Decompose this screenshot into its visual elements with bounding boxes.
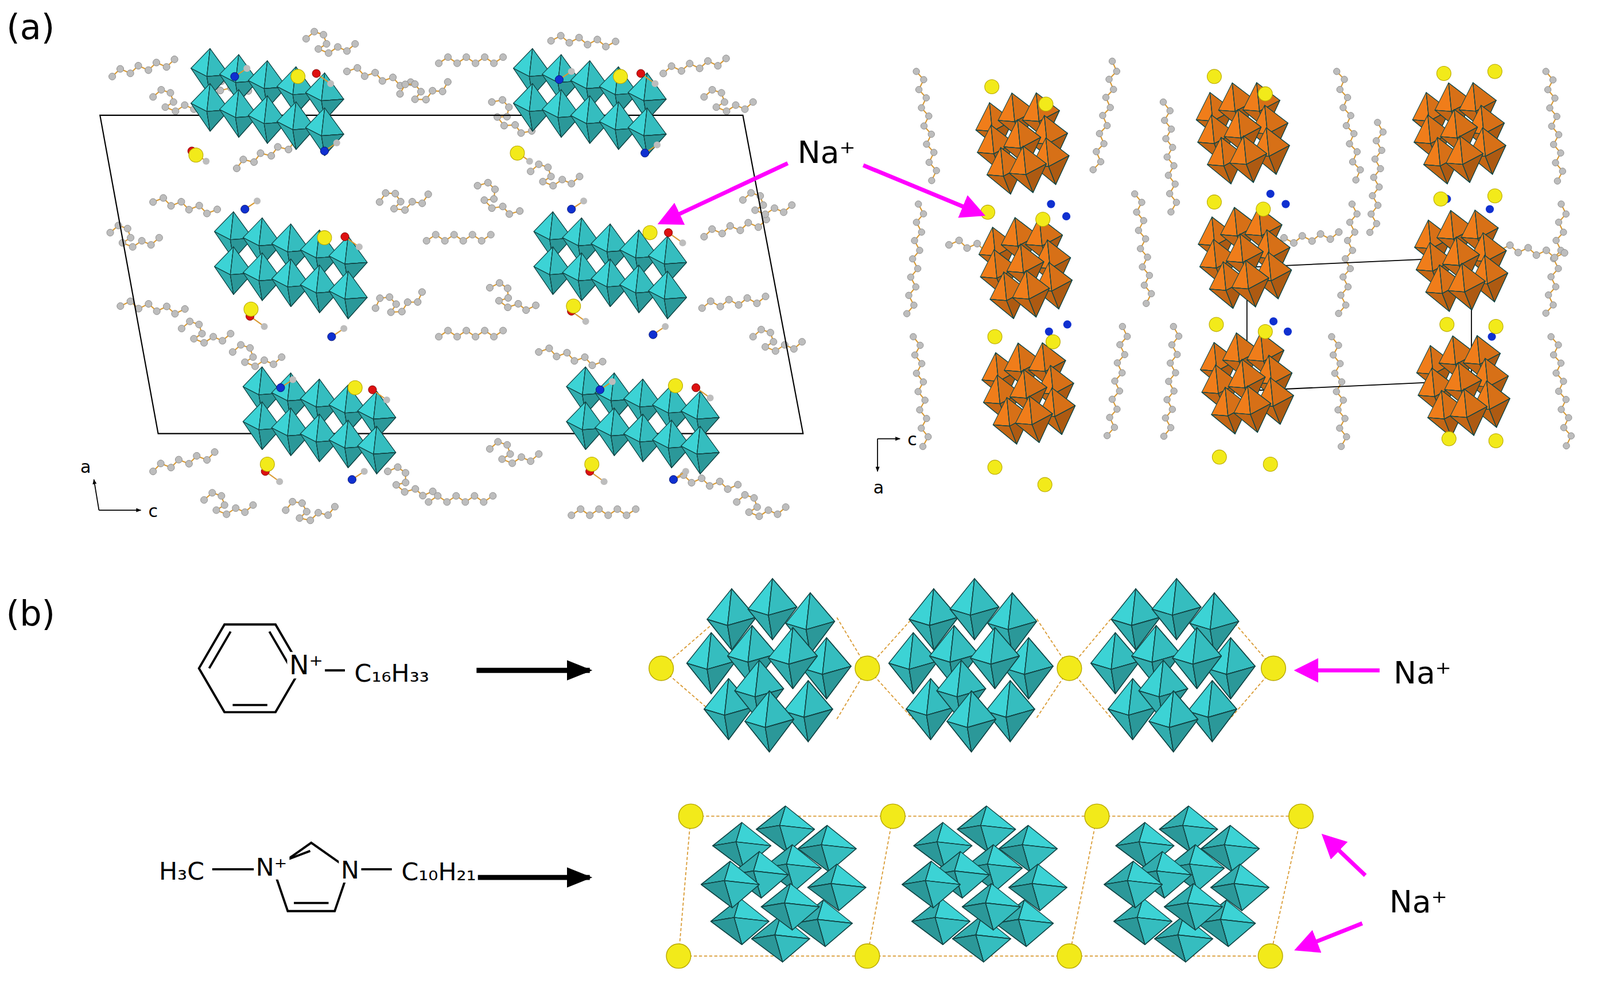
axis-label: a: [80, 458, 92, 476]
coordinating-atoms: [187, 64, 714, 485]
sodium-ion: [649, 655, 1287, 681]
panel-label: (a): [6, 9, 55, 44]
atom-label: N⁺: [253, 855, 290, 880]
polyoxometalate-clusters: [966, 73, 1519, 453]
imidazolium-structure: [212, 843, 392, 912]
substituent-label: C₁₀H₂₁: [399, 860, 479, 885]
callout-arrow: [661, 162, 982, 223]
alkyl-chains: [106, 28, 806, 528]
sodium-ion: [666, 804, 1314, 969]
atom-label: N: [338, 857, 361, 883]
ion-label: Na⁺: [1387, 886, 1450, 918]
ion-label: Na⁺: [1391, 658, 1454, 689]
axis-indicator: [877, 439, 900, 472]
unit-cell: [99, 115, 803, 434]
polyoxometalate-clusters: [701, 806, 1269, 963]
coordinating-atoms: [980, 64, 1504, 492]
axis-label: a: [873, 479, 885, 497]
reaction-arrow: [476, 875, 590, 881]
atom-label: N⁺: [286, 651, 325, 679]
callout-arrow: [1298, 670, 1380, 949]
panel-label: (b): [6, 595, 56, 631]
pyridinium-structure: [199, 624, 345, 713]
axis-label: c: [148, 502, 158, 520]
polyoxometalate-clusters: [686, 578, 1256, 752]
substituent-label: C₁₆H₃₃: [352, 661, 431, 686]
ion-label: Na⁺: [795, 137, 858, 169]
substituent-label: H₃C: [156, 859, 207, 884]
axis-indicator: [94, 479, 142, 511]
reaction-arrow: [476, 668, 590, 674]
axis-label: c: [907, 430, 918, 449]
polyoxometalate-clusters: [191, 44, 720, 479]
